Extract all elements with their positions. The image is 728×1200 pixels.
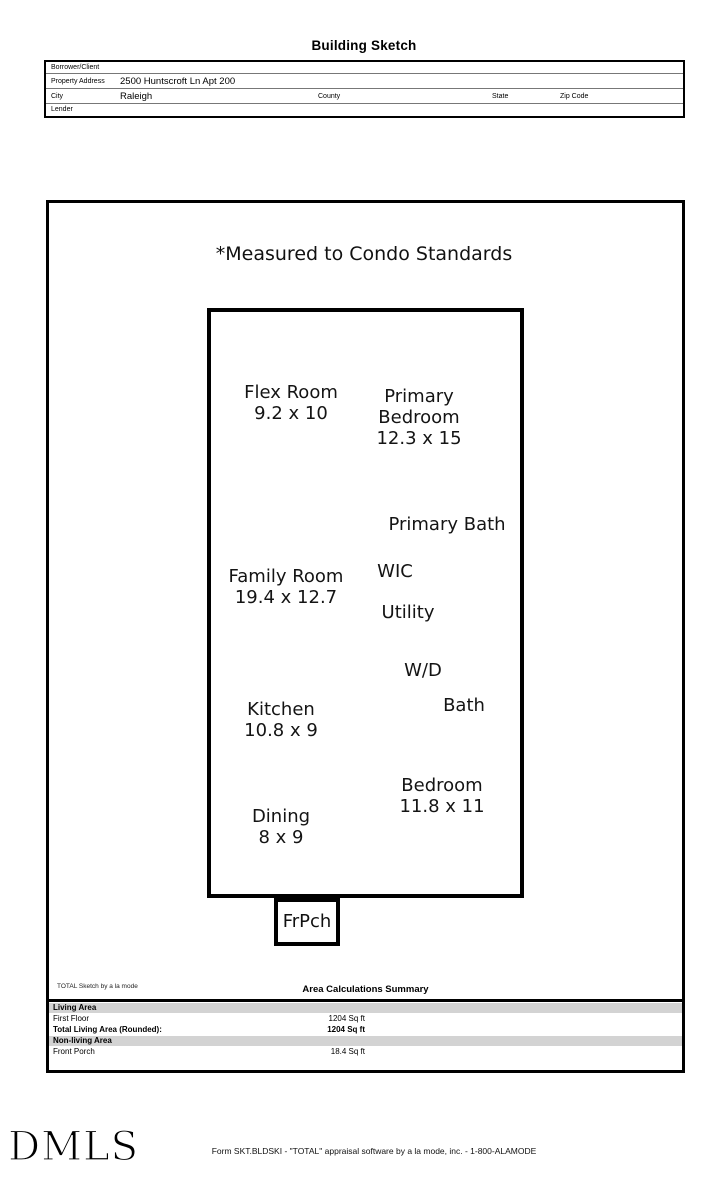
room-label-washer-dryer: W/D [404,660,442,681]
room-dims: 9.2 x 10 [254,403,328,424]
room-name: Dining [251,806,311,827]
total-sketch-branding: TOTAL Sketch by a la mode [57,983,138,990]
form-row-address: Property Address 2500 Huntscroft Ln Apt … [46,74,683,89]
room-label-primary-bedroom: Primary Bedroom 12.3 x 15 [363,386,475,449]
table-row-total-living-area: Total Living Area (Rounded): 1204 Sq ft [49,1025,682,1035]
non-living-area-header: Non-living Area [49,1036,682,1046]
front-porch-value: 18.4 Sq ft [330,1047,365,1056]
property-address-value: 2500 Huntscroft Ln Apt 200 [120,76,236,87]
zip-code-label: Zip Code [560,93,589,100]
room-dims: 19.4 x 12.7 [234,587,338,608]
room-label-flex-room: Flex Room 9.2 x 10 [244,382,338,424]
room-label-bath: Bath [443,695,485,716]
form-attribution-text: Form SKT.BLDSKI - "TOTAL" appraisal soft… [211,1146,537,1156]
room-label-wic: WIC [377,561,413,582]
room-label-kitchen: Kitchen 10.8 x 9 [244,699,318,741]
front-porch-label: Front Porch [53,1047,95,1056]
room-name: Bedroom [401,775,483,796]
state-label: State [492,93,509,100]
form-row-borrower: Borrower/Client [46,62,683,74]
first-floor-label: First Floor [53,1014,89,1023]
city-label: City [51,93,64,100]
total-living-area-label: Total Living Area (Rounded): [53,1025,162,1034]
form-row-city: City Raleigh County State Zip Code [46,89,683,104]
page-title: Building Sketch [311,38,417,53]
room-name: Utility [381,602,435,623]
room-dims: 10.8 x 9 [244,720,318,741]
city-value: Raleigh [120,91,153,102]
front-porch-box: FrPch [274,898,340,946]
total-living-area-value: 1204 Sq ft [327,1025,365,1034]
room-dims: 12.3 x 15 [376,428,462,449]
property-address-label: Property Address [51,78,105,85]
summary-divider [49,999,682,1002]
room-name: Primary Bath [388,514,506,535]
area-calculations-title: Area Calculations Summary [302,984,429,995]
room-label-utility: Utility [382,602,435,623]
borrower-label: Borrower/Client [51,64,100,71]
room-name: Flex Room [244,382,338,403]
room-name: Primary Bedroom [378,386,460,428]
floorplan-outline [207,308,524,898]
first-floor-value: 1204 Sq ft [328,1014,365,1023]
room-name: WIC [377,561,413,582]
area-calculations-table: Living Area First Floor 1204 Sq ft Total… [49,1003,682,1058]
county-label: County [318,93,341,100]
lender-label: Lender [51,106,73,113]
room-label-dining: Dining 8 x 9 [252,806,310,848]
condo-standards-note: *Measured to Condo Standards [215,243,513,265]
room-dims: 8 x 9 [258,827,304,848]
room-name: Family Room [228,566,344,587]
room-name: Bath [443,695,485,716]
table-row-front-porch: Front Porch 18.4 Sq ft [49,1047,682,1057]
room-name: W/D [404,660,442,681]
room-label-bedroom: Bedroom 11.8 x 11 [399,775,484,817]
dmls-logo: DMLS [7,1124,139,1170]
living-area-header: Living Area [49,1003,682,1013]
room-dims: 11.8 x 11 [399,796,485,817]
room-label-primary-bath: Primary Bath [388,514,505,535]
table-row-first-floor: First Floor 1204 Sq ft [49,1014,682,1024]
room-label-family-room: Family Room 19.4 x 12.7 [229,566,344,608]
room-name: Kitchen [247,699,315,720]
property-form-table: Borrower/Client Property Address 2500 Hu… [44,60,685,118]
form-row-lender: Lender [46,104,683,116]
